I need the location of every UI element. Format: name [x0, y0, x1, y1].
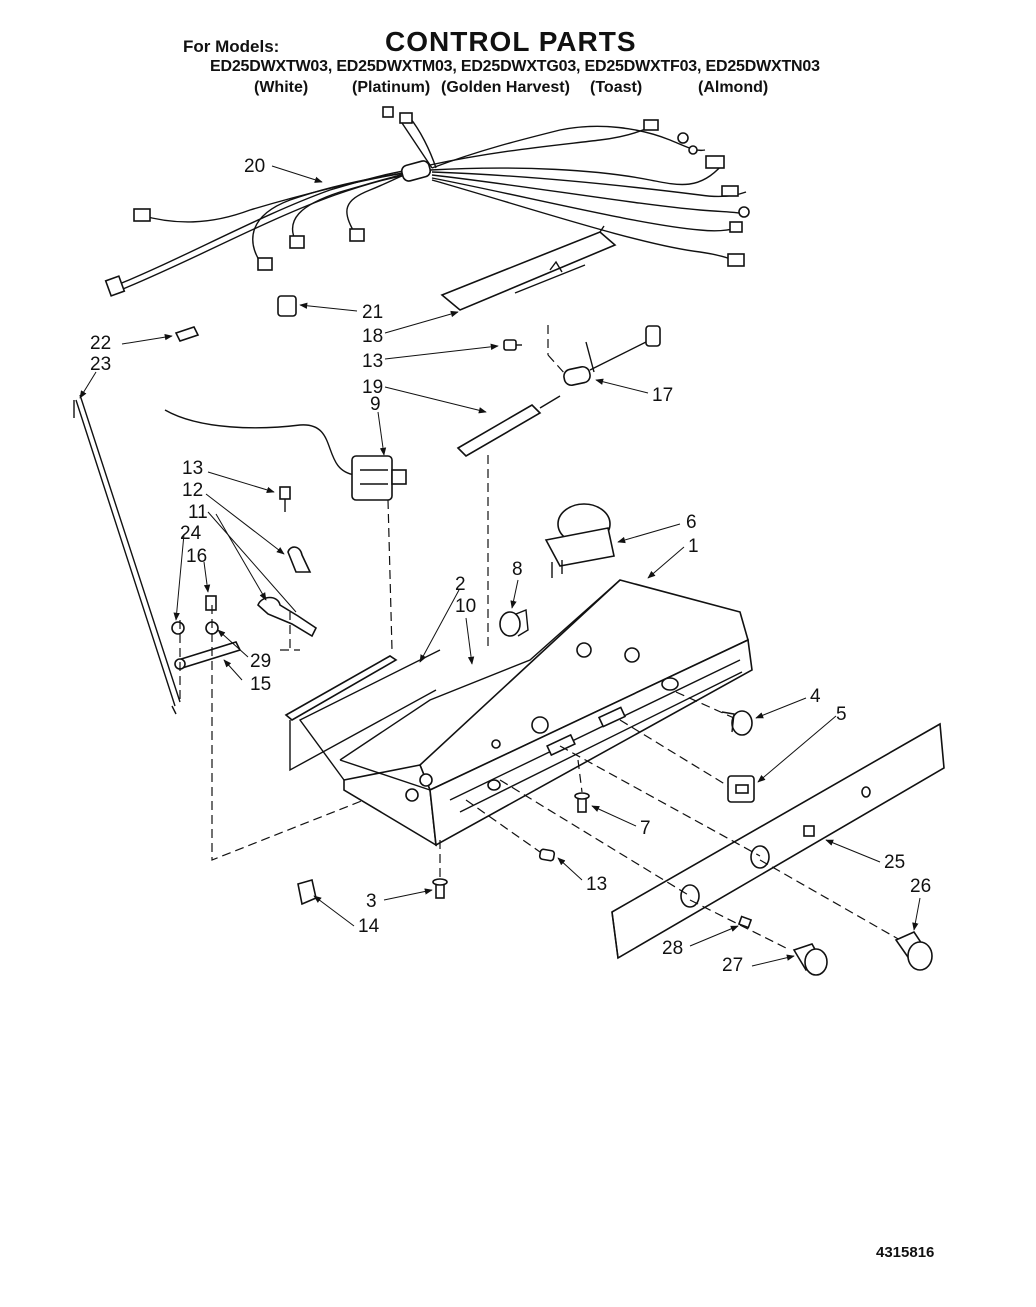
part-19-thermostat-bulb [456, 395, 561, 458]
model-numbers: ED25DWXTW03, ED25DWXTM03, ED25DWXTG03, E… [210, 58, 820, 75]
color-label-almond: (Almond) [698, 79, 769, 96]
part-14-clip [297, 878, 317, 906]
part-8-bulb [499, 609, 529, 637]
left-linkage-parts [171, 486, 318, 670]
callout-26: 26 [910, 876, 931, 897]
part-26-knob [894, 930, 933, 971]
part-28-clip [737, 915, 753, 929]
callout-25: 25 [884, 852, 905, 873]
callout-29: 29 [250, 651, 271, 672]
callout-18: 18 [362, 326, 383, 347]
part-3-screw [432, 878, 448, 899]
part-1-control-housing [284, 579, 753, 847]
part-23-rod [75, 394, 181, 707]
callout-labels: 20 21 18 13 19 17 22 23 9 13 12 11 24 16… [90, 156, 931, 976]
callout-13-top: 13 [362, 351, 383, 372]
callout-15: 15 [250, 674, 271, 695]
callout-17: 17 [652, 385, 673, 406]
document-number: 4315816 [876, 1244, 935, 1261]
part-21-clip [277, 295, 297, 317]
part-7-screw [574, 792, 590, 813]
part-5-switch [727, 775, 755, 803]
part-17-sensor [547, 325, 661, 387]
part-25-control-panel [611, 722, 945, 960]
part-13-screw-top [503, 339, 522, 351]
callout-23: 23 [90, 354, 111, 375]
page-title: CONTROL PARTS [385, 26, 637, 57]
callout-13-left: 13 [182, 458, 203, 479]
callout-5: 5 [836, 704, 847, 725]
color-label-white: (White) [254, 79, 309, 96]
for-models-label: For Models: [183, 37, 280, 56]
callout-4: 4 [810, 686, 821, 707]
callout-6: 6 [686, 512, 697, 533]
part-4-lamp-switch [721, 710, 753, 736]
part-6-control [544, 503, 615, 578]
callout-9: 9 [370, 394, 381, 415]
part-13-screw-bottom [538, 848, 556, 862]
callout-19: 19 [362, 377, 383, 398]
callout-2: 2 [455, 574, 466, 595]
callout-24: 24 [180, 523, 202, 544]
callout-10: 10 [455, 596, 476, 617]
callout-16: 16 [186, 546, 207, 567]
callout-11: 11 [188, 502, 208, 523]
callout-21: 21 [362, 302, 383, 323]
leader-arrows [79, 165, 921, 967]
callout-27: 27 [722, 955, 743, 976]
callout-8: 8 [512, 559, 523, 580]
part-22-clip [174, 326, 200, 342]
callout-20: 20 [244, 156, 265, 177]
callout-14: 14 [358, 916, 380, 937]
callout-22: 22 [90, 333, 111, 354]
wiring-harness [104, 106, 750, 297]
callout-12: 12 [182, 480, 203, 501]
color-label-toast: (Toast) [590, 79, 643, 96]
callout-3: 3 [366, 891, 377, 912]
part-27-knob [792, 943, 828, 976]
callout-7: 7 [640, 818, 651, 839]
color-label-platinum: (Platinum) [352, 79, 431, 96]
color-label-golden-harvest: (Golden Harvest) [441, 79, 570, 96]
callout-13-bottom: 13 [586, 874, 607, 895]
control-cover [440, 225, 617, 311]
callout-1: 1 [688, 536, 699, 557]
callout-28: 28 [662, 938, 683, 959]
part-9-switch [164, 409, 407, 501]
